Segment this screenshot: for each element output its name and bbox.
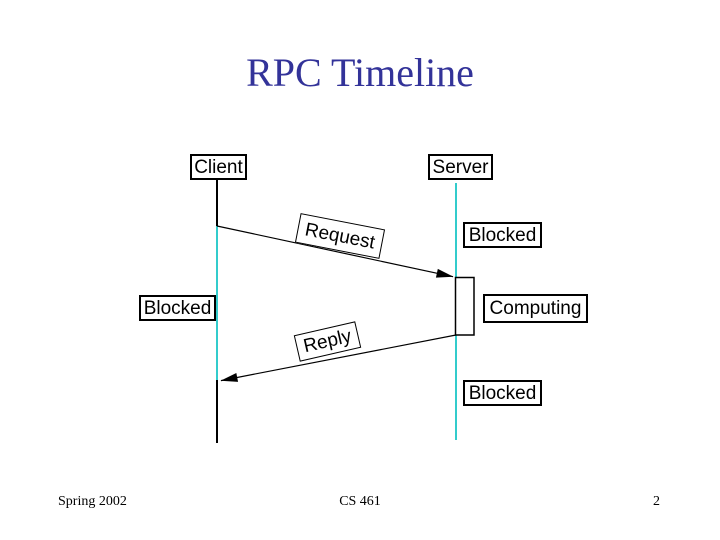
reply-arrow xyxy=(220,334,457,382)
server-header-label: Server xyxy=(432,156,489,178)
server-blocked-top-state-label: Blocked xyxy=(468,224,537,246)
client-blocked-state-label: Blocked xyxy=(143,297,212,319)
server-blocked-bottom-state-label: Blocked xyxy=(468,382,537,404)
server-computing-bracket xyxy=(454,276,475,336)
footer-term: Spring 2002 xyxy=(58,494,127,509)
client-blocked-state-box: Blocked xyxy=(139,295,216,321)
server-header-box: Server xyxy=(428,154,493,180)
page-title: RPC Timeline xyxy=(246,50,474,95)
server-blocked-top-state-box: Blocked xyxy=(463,222,542,248)
server-computing-state-box: Computing xyxy=(483,294,588,323)
client-header-label: Client xyxy=(194,156,243,178)
request-arrow xyxy=(216,225,454,278)
server-computing-state-label: Computing xyxy=(489,298,582,319)
footer-page-number: 2 xyxy=(653,494,660,509)
footer-course: CS 461 xyxy=(339,494,381,509)
client-header-box: Client xyxy=(190,154,247,180)
server-blocked-bottom-state-box: Blocked xyxy=(463,380,542,406)
